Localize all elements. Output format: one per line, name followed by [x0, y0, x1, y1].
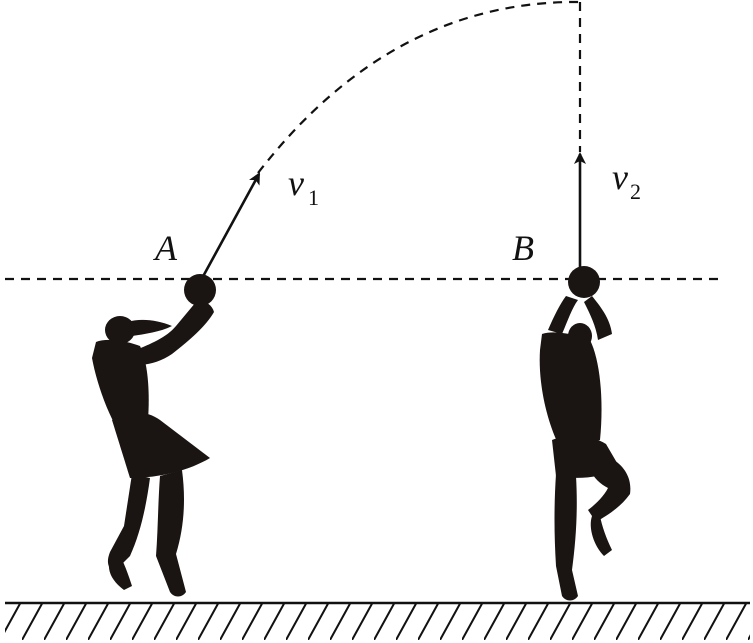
player-a-silhouette	[92, 301, 214, 597]
label-velocity-2-subscript: 2	[630, 179, 641, 204]
ball-a	[184, 274, 216, 306]
label-point-b: B	[512, 228, 534, 268]
label-velocity-1-subscript: 1	[308, 185, 319, 210]
label-point-a: A	[153, 228, 178, 268]
velocity-1-arrow	[198, 172, 261, 283]
player-b-silhouette	[539, 296, 631, 601]
ball-b	[568, 266, 600, 298]
label-velocity-1: v	[288, 163, 304, 203]
label-velocity-2: v	[612, 157, 628, 197]
ground-hatching	[5, 604, 750, 640]
trajectory-arc	[257, 0, 581, 174]
